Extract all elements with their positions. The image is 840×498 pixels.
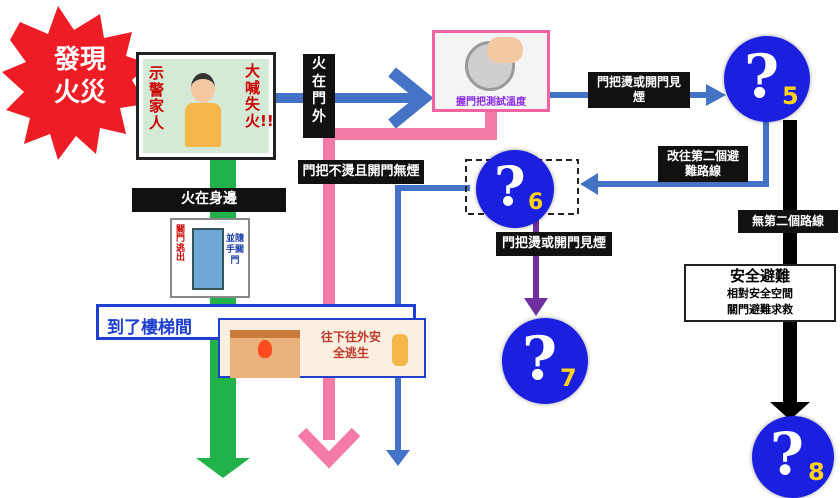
question-5: ? 5 [724,36,810,122]
shelter-box: 安全避難 相對安全空間 關門避難求救 [684,264,836,322]
flame-icon [258,340,272,358]
person-figure [181,73,225,149]
question-8: ? 8 [752,416,834,498]
warn-family-card: 示警家人 大喊失火!! [136,52,276,160]
label-fire-outside: 火在門外 [303,54,335,138]
question-mark-8: ? [770,420,804,488]
shelter-line-2: 相對安全空間 [727,287,793,300]
door-test-caption: 握門把測試溫度 [456,97,526,108]
warn-left-text: 示警家人 [149,64,165,132]
label-handle-hot-1: 門把燙或開門見煙 [588,72,690,108]
shelter-title: 安全避難 [729,267,790,285]
start-line-2: 火災 [53,77,106,108]
downstairs-caption: 往下往外安全逃生 [320,330,381,360]
question-7: ? 7 [502,318,588,404]
pink-arrow [297,110,497,469]
label-alt-route: 改往第二個避難路線 [658,146,748,182]
black-arrow [770,120,810,420]
question-number-7: 7 [560,364,577,392]
downstairs-card: 往下往外安全逃生 [218,318,426,378]
label-no-second-route: 無第二個路線 [738,210,838,233]
shelter-line-3: 關門避難求救 [727,303,793,316]
warn-card-inner: 示警家人 大喊失火!! [143,59,274,153]
close-door-note: 並隨手關門 [225,234,244,266]
person-head [191,73,215,103]
fire-burst-shape [2,6,150,160]
stairwell-label: 到了樓梯間 [107,318,192,338]
person-body [185,103,221,147]
door-icon [192,228,224,290]
start-label: 發現 火災 [30,44,130,109]
question-mark-5: ? [744,42,780,112]
hand-shape [487,37,523,63]
warn-right-text: 大喊失火!! [245,62,274,130]
question-mark-6: ? [494,154,526,218]
blue-arrow-alt-route [580,122,769,195]
close-door-card: 關門逃出 並隨手關門 [170,218,250,298]
question-6: ? 6 [476,150,554,228]
running-person-icon [392,334,408,366]
question-number-8: 8 [808,458,825,486]
label-handle-cool: 門把不燙且開門無煙 [298,160,424,185]
question-number-6: 6 [528,190,544,215]
label-handle-hot-2: 門把燙或開門見煙 [496,232,612,257]
close-door-side-text: 關門逃出 [176,225,186,264]
door-test-card: 握門把測試溫度 [432,30,550,112]
question-number-5: 5 [782,82,799,110]
question-mark-7: ? [522,324,558,394]
label-fire-nearby: 火在身邊 [132,188,286,212]
blue-arrow-fire-outside [276,67,434,129]
start-line-1: 發現 [53,45,106,75]
